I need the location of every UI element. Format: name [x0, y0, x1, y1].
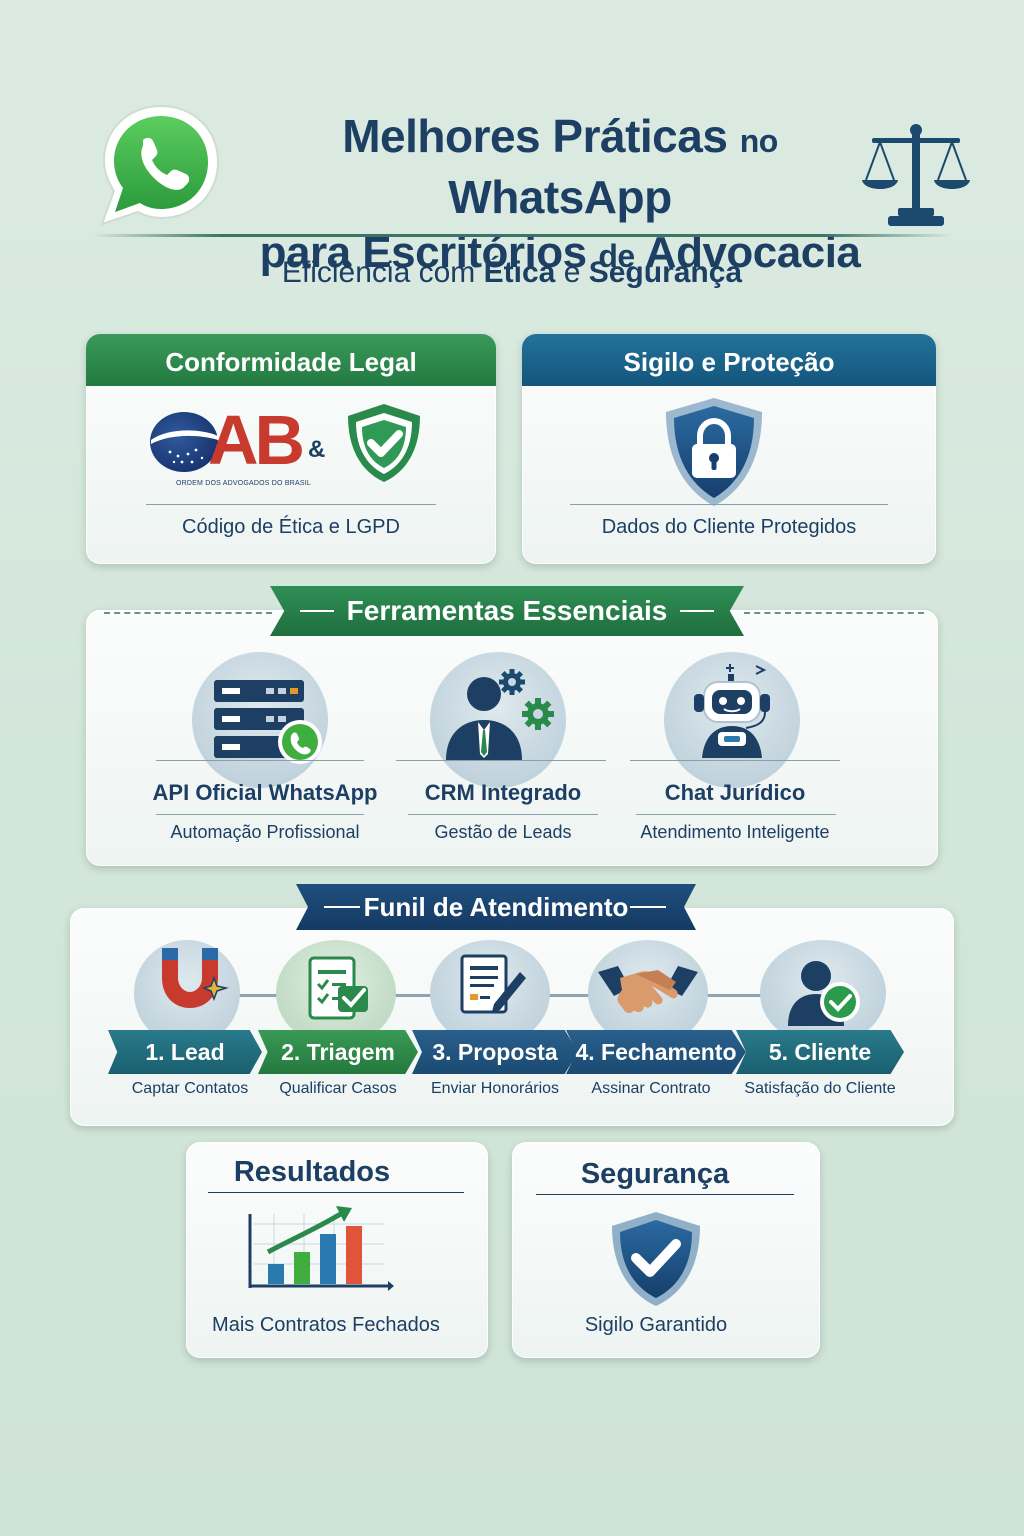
funil-step-4-label: 4. Fechamento: [575, 1039, 737, 1065]
funil-step-2-sub: Qualificar Casos: [279, 1080, 397, 1097]
api-divider: [156, 760, 364, 761]
padlock-shield-icon: [666, 398, 762, 506]
funil-step-5-label: 5. Cliente: [768, 1039, 872, 1065]
ferramentas-title: Ferramentas Essenciais: [346, 595, 668, 626]
seguranca-divider: [536, 1194, 794, 1195]
crm-person-gears-icon: [446, 669, 554, 760]
funil-step-5-sub: Satisfação do Cliente: [744, 1080, 896, 1097]
handshake-icon: [598, 966, 698, 1013]
funil-step-4-sub: Assinar Contrato: [591, 1080, 711, 1097]
ferramentas-banner-line-left: [300, 610, 334, 612]
funil-step-4: 4. Fechamento: [566, 1030, 746, 1074]
resultados-label: Mais Contratos Fechados: [212, 1314, 440, 1336]
seguranca-card: Segurança Sigilo Garantido: [512, 1142, 820, 1358]
chat-subtitle: Atendimento Inteligente: [640, 822, 830, 842]
funil-step-2: 2. Triagem: [258, 1030, 418, 1074]
sigilo-label: Dados do Cliente Protegidos: [601, 516, 857, 538]
page-subtitle: Eficiência com Ética e Segurança: [281, 256, 743, 289]
crm-subtitle: Gestão de Leads: [434, 822, 572, 842]
conformidade-divider: [146, 504, 436, 505]
funil-connector: [236, 994, 284, 997]
crm-sub-divider: [408, 814, 598, 815]
funil-step-3-label: 3. Proposta: [432, 1039, 558, 1065]
oab-letters: AB: [208, 401, 305, 479]
shield-check-icon: [612, 1212, 700, 1306]
sigilo-divider: [570, 504, 888, 505]
api-title: API Oficial WhatsApp: [152, 780, 378, 805]
funil-step-3: 3. Proposta: [412, 1030, 578, 1074]
crm-divider: [396, 760, 606, 761]
magnet-icon: [162, 948, 229, 1008]
ferramentas-dashes-right: [744, 612, 924, 614]
funil-step-1-sub: Captar Contatos: [131, 1080, 249, 1097]
client-check-icon: [788, 961, 860, 1026]
funil-step-3-sub: Enviar Honorários: [430, 1080, 560, 1097]
funil-step-1-label: 1. Lead: [145, 1039, 225, 1065]
resultados-card: Resultados Mais Contratos Fechados: [186, 1142, 488, 1358]
api-sub-divider: [156, 814, 364, 815]
api-subtitle: Automação Profissional: [170, 822, 360, 842]
ferramentas-dashes-left: [104, 612, 272, 614]
seguranca-title: Segurança: [580, 1158, 730, 1190]
funil-banner-line-left: [324, 906, 360, 908]
growth-chart-icon: [248, 1206, 394, 1291]
conformidade-label: Código de Ética e LGPD: [182, 516, 400, 538]
document-pen-icon: [460, 954, 526, 1014]
funil-banner: Funil de Atendimento: [296, 884, 696, 930]
conformidade-card: Conformidade Legal AB ORDEM DOS ADVOGADO…: [86, 334, 496, 564]
title-divider: [92, 234, 952, 237]
funil-connector: [392, 994, 434, 997]
resultados-title: Resultados: [233, 1156, 391, 1188]
oab-caption: ORDEM DOS ADVOGADOS DO BRASIL: [176, 480, 311, 487]
lgpd-shield-check-icon: [348, 404, 420, 482]
ferramentas-banner-line-right: [680, 610, 714, 612]
sigilo-title: Sigilo e Proteção: [522, 334, 936, 386]
resultados-divider: [208, 1192, 464, 1193]
funil-step-2-label: 2. Triagem: [281, 1039, 395, 1065]
server-whatsapp-icon: [214, 680, 322, 764]
robot-headset-icon: [694, 664, 770, 758]
checklist-icon: [308, 956, 368, 1020]
whatsapp-logo-icon: [100, 104, 220, 226]
ampersand: &: [308, 436, 326, 463]
chat-sub-divider: [636, 814, 836, 815]
funil-connector: [548, 994, 590, 997]
funil-step-1: 1. Lead: [108, 1030, 262, 1074]
justice-scales-icon: [862, 124, 970, 226]
conformidade-title: Conformidade Legal: [86, 334, 496, 386]
seguranca-label: Sigilo Garantido: [584, 1314, 728, 1336]
funil-banner-line-right: [630, 906, 666, 908]
chat-divider: [630, 760, 840, 761]
oab-globe-icon: [150, 412, 218, 472]
crm-title: CRM Integrado: [424, 780, 582, 805]
sigilo-card: Sigilo e Proteção Dados do Cliente Prote…: [522, 334, 936, 564]
funil-connector: [704, 994, 762, 997]
ferramentas-banner: Ferramentas Essenciais: [270, 586, 744, 636]
chat-title: Chat Jurídico: [664, 780, 806, 805]
funil-step-5: 5. Cliente: [736, 1030, 904, 1074]
funil-title: Funil de Atendimento: [363, 892, 629, 922]
